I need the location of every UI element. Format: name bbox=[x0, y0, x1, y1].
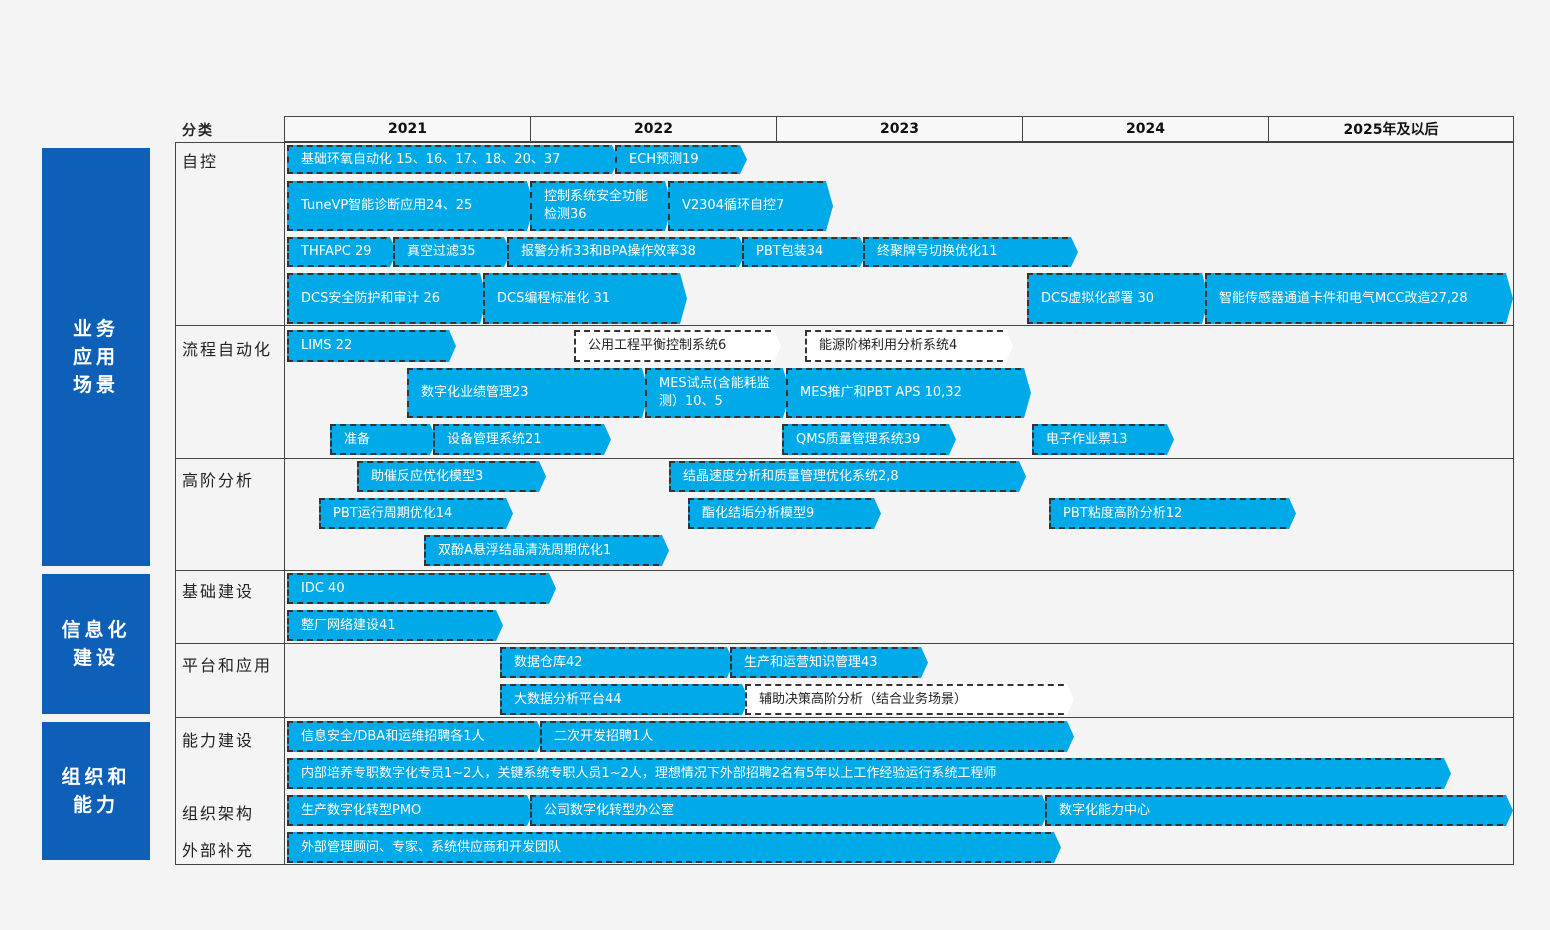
divider bbox=[284, 142, 285, 865]
category-label: 高阶分析 bbox=[182, 471, 255, 490]
roadmap-bar: 终聚牌号切换优化11 bbox=[863, 237, 1078, 267]
side-label-org: 组织和 能力 bbox=[42, 722, 150, 860]
roadmap-bar: 数据仓库42 bbox=[500, 647, 734, 678]
roadmap-bar: TuneVP智能诊断应用24、25 bbox=[287, 181, 534, 231]
divider bbox=[175, 717, 1514, 718]
roadmap-bar: 结晶速度分析和质量管理优化系统2,8 bbox=[669, 461, 1026, 492]
roadmap-bar-planned: 公用工程平衡控制系统6 bbox=[574, 330, 781, 362]
year-2021: 2021 bbox=[284, 116, 531, 142]
roadmap-bar: PBT粘度高阶分析12 bbox=[1049, 498, 1296, 529]
category-label: 流程自动化 bbox=[182, 340, 273, 359]
roadmap-bar: ECH预测19 bbox=[615, 145, 747, 174]
roadmap-bar: 酯化结垢分析模型9 bbox=[688, 498, 881, 529]
roadmap-bar: 信息安全/DBA和运维招聘各1人 bbox=[287, 721, 544, 752]
roadmap-bar: 公司数字化转型办公室 bbox=[530, 795, 1049, 826]
category-label: 平台和应用 bbox=[182, 656, 273, 675]
year-2025: 2025年及以后 bbox=[1268, 116, 1514, 142]
divider bbox=[175, 325, 1514, 326]
side-label-business: 业务 应用 场景 bbox=[42, 148, 150, 566]
header-category: 分类 bbox=[182, 123, 214, 139]
roadmap-bar: THFAPC 29 bbox=[287, 237, 397, 267]
roadmap-bar: 二次开发招聘1人 bbox=[540, 721, 1074, 752]
divider bbox=[175, 643, 1514, 644]
side-label-it: 信息化 建设 bbox=[42, 574, 150, 714]
category-label: 能力建设 bbox=[182, 731, 255, 750]
roadmap-bar: DCS编程标准化 31 bbox=[483, 273, 687, 324]
roadmap-bar: MES试点(含能耗监测）10、5 bbox=[645, 368, 790, 418]
roadmap-bar: 真空过滤35 bbox=[393, 237, 511, 267]
roadmap-bar: PBT运行周期优化14 bbox=[319, 498, 513, 529]
roadmap-bar: 生产数字化转型PMO bbox=[287, 795, 534, 826]
roadmap-bar: V2304循环自控7 bbox=[668, 181, 833, 231]
roadmap-bar: 大数据分析平台44 bbox=[500, 684, 749, 715]
category-label: 自控 bbox=[182, 152, 219, 171]
roadmap-bar: 准备 bbox=[330, 424, 437, 455]
roadmap-bar: IDC 40 bbox=[287, 573, 556, 604]
roadmap-bar: 数字化能力中心 bbox=[1045, 795, 1513, 826]
roadmap-bar: QMS质量管理系统39 bbox=[782, 424, 956, 455]
roadmap-bar: LIMS 22 bbox=[287, 330, 456, 362]
roadmap-frame bbox=[175, 142, 1514, 865]
roadmap-bar: 外部管理顾问、专家、系统供应商和开发团队 bbox=[287, 832, 1061, 863]
roadmap-bar: 整厂网络建设41 bbox=[287, 610, 503, 641]
year-2023: 2023 bbox=[776, 116, 1023, 142]
roadmap-bar: 助催反应优化模型3 bbox=[357, 461, 546, 492]
divider bbox=[175, 570, 1514, 571]
roadmap-bar: 智能传感器通道卡件和电气MCC改造27,28 bbox=[1205, 273, 1513, 324]
roadmap-bar: 生产和运营知识管理43 bbox=[730, 647, 928, 678]
roadmap-bar: 电子作业票13 bbox=[1032, 424, 1174, 455]
roadmap-bar: 控制系统安全功能检测36 bbox=[530, 181, 672, 231]
roadmap-bar: 设备管理系统21 bbox=[433, 424, 611, 455]
roadmap-bar: MES推广和PBT APS 10,32 bbox=[786, 368, 1031, 418]
roadmap-bar: DCS虚拟化部署 30 bbox=[1027, 273, 1209, 324]
roadmap-bar: 数字化业绩管理23 bbox=[407, 368, 649, 418]
roadmap-bar: 基础环氧自动化 15、16、17、18、20、37 bbox=[287, 145, 619, 174]
category-label: 基础建设 bbox=[182, 582, 255, 601]
roadmap-bar: 双酚A悬浮结晶清洗周期优化1 bbox=[424, 535, 669, 566]
category-label: 外部补充 bbox=[182, 841, 255, 860]
roadmap-bar: PBT包装34 bbox=[742, 237, 867, 267]
roadmap-bar: DCS安全防护和审计 26 bbox=[287, 273, 487, 324]
roadmap-bar-planned: 能源阶梯利用分析系统4 bbox=[805, 330, 1013, 362]
category-label: 组织架构 bbox=[182, 804, 255, 823]
roadmap-bar-planned: 辅助决策高阶分析（结合业务场景） bbox=[745, 684, 1074, 715]
roadmap-bar: 内部培养专职数字化专员1~2人，关键系统专职人员1~2人，理想情况下外部招聘2名… bbox=[287, 758, 1451, 789]
year-2022: 2022 bbox=[530, 116, 777, 142]
divider bbox=[175, 458, 1514, 459]
roadmap-bar: 报警分析33和BPA操作效率38 bbox=[507, 237, 746, 267]
year-2024: 2024 bbox=[1022, 116, 1269, 142]
